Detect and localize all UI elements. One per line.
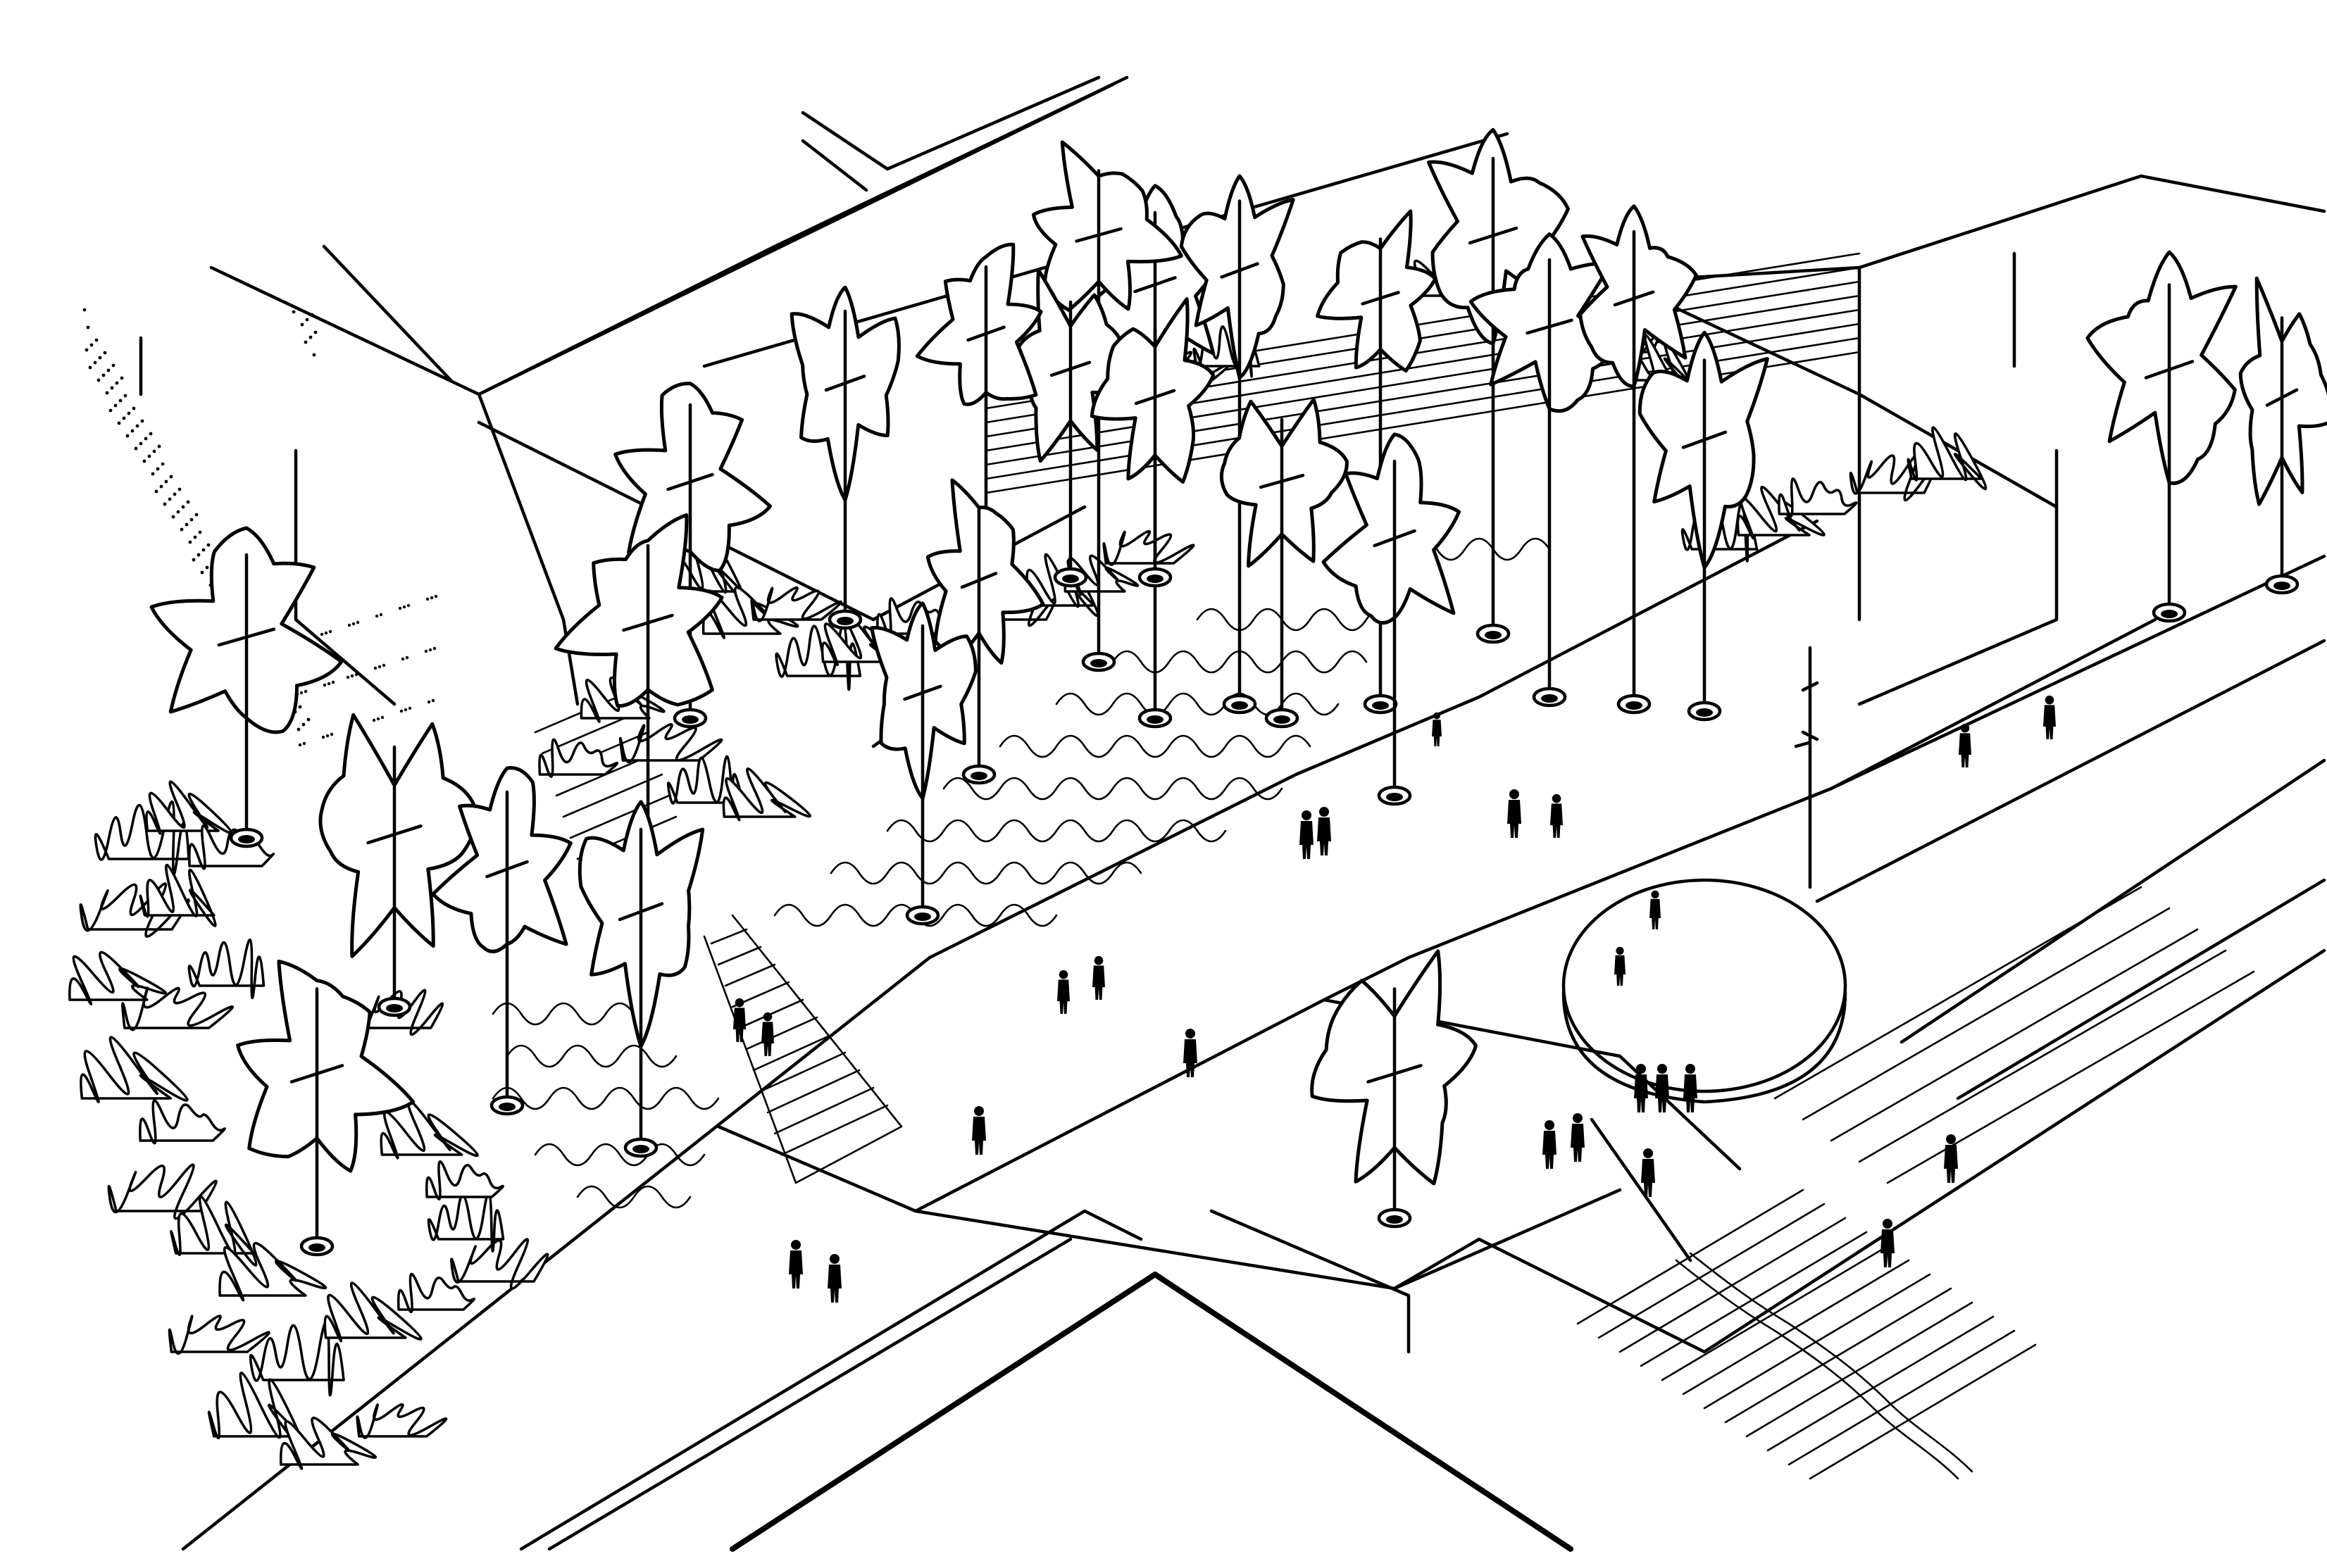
tree <box>2085 250 2238 623</box>
person <box>1299 810 1314 859</box>
person <box>1542 1120 1556 1169</box>
person <box>972 1106 986 1155</box>
person <box>1092 955 1105 1000</box>
shrub <box>145 780 233 835</box>
person <box>1655 1064 1669 1112</box>
person <box>1641 1148 1655 1197</box>
shrub <box>750 586 842 622</box>
tree <box>1637 330 1769 722</box>
shrub <box>249 1321 345 1397</box>
person <box>733 998 746 1042</box>
trees <box>149 127 2327 1257</box>
tree <box>1468 232 1618 708</box>
tree <box>1031 140 1183 672</box>
central-staircase <box>703 914 903 1184</box>
shrub <box>722 767 811 822</box>
person <box>1880 1219 1895 1267</box>
shrub <box>1907 426 1988 491</box>
tree <box>1090 297 1216 588</box>
person <box>1683 1064 1697 1112</box>
tree <box>870 601 978 926</box>
person <box>828 1254 842 1303</box>
shrub <box>427 1191 505 1253</box>
shrub <box>139 1099 226 1145</box>
shrub <box>1778 477 1858 518</box>
shrub <box>1102 529 1195 566</box>
shrub <box>187 938 266 999</box>
tree <box>318 713 478 1017</box>
shrub <box>94 801 190 876</box>
tree <box>1427 127 1570 644</box>
person <box>2043 695 2056 739</box>
shrub <box>1063 554 1140 596</box>
person <box>1634 1064 1648 1112</box>
shrub <box>168 1315 270 1355</box>
person <box>761 1012 774 1056</box>
shrub <box>218 1242 327 1302</box>
shrub <box>397 1272 476 1313</box>
shrub <box>323 1281 423 1343</box>
person <box>1317 807 1331 855</box>
person <box>1183 1029 1197 1077</box>
shrub <box>425 1160 504 1200</box>
tree <box>1219 397 1349 729</box>
shrub <box>380 1098 479 1160</box>
tree <box>1578 204 1698 715</box>
tree <box>578 800 705 1158</box>
tree <box>149 526 344 848</box>
tree <box>2238 276 2327 595</box>
foreground-building <box>730 1272 1573 1552</box>
person <box>1550 794 1563 838</box>
person <box>1649 890 1661 929</box>
shrub <box>139 863 217 927</box>
lamp-post <box>1794 646 1819 889</box>
shrub <box>121 986 234 1031</box>
tree <box>1321 432 1461 806</box>
shrub <box>68 951 167 1005</box>
shrub <box>618 723 723 763</box>
people <box>733 695 2056 1303</box>
shrub <box>356 1403 448 1439</box>
person <box>1507 789 1521 838</box>
lower-right-steps <box>1576 886 2255 1480</box>
person <box>1944 1134 1958 1183</box>
person <box>1614 946 1626 986</box>
person <box>1571 1113 1585 1162</box>
tree <box>236 959 416 1257</box>
foreground-building-outline <box>519 1209 1411 1551</box>
person <box>789 1240 803 1288</box>
plaza-edges <box>181 519 2326 1551</box>
shrub <box>701 586 799 639</box>
shrub <box>188 824 275 870</box>
shrub <box>107 1163 218 1220</box>
tree <box>1016 268 1134 588</box>
drainage-channel <box>1675 1252 1973 1480</box>
shrub <box>80 1036 189 1103</box>
shrub <box>279 1417 378 1470</box>
round-planter-bench <box>1561 878 1847 1104</box>
tree <box>790 285 901 630</box>
tree <box>1310 949 1478 1229</box>
person <box>1432 712 1442 746</box>
shrub <box>1849 453 1936 502</box>
tree <box>431 766 573 1116</box>
shrub <box>450 1238 549 1290</box>
person <box>1959 723 1971 767</box>
tree <box>1316 209 1437 715</box>
wavy-ground-texture <box>492 537 1551 1209</box>
person <box>1057 970 1070 1014</box>
shrub <box>170 1195 258 1267</box>
tree <box>925 478 1045 785</box>
shrub <box>538 738 619 778</box>
